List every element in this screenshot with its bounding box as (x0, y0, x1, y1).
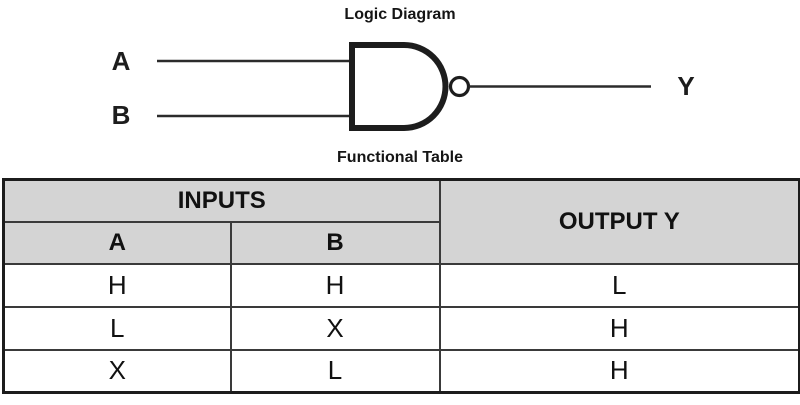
column-header-a: A (2, 220, 232, 265)
input-label-b: B (111, 100, 131, 130)
table-row: L X H (2, 305, 800, 351)
input-label-a: A (111, 46, 131, 76)
inversion-bubble-icon (448, 75, 471, 98)
inputs-header-cell: INPUTS (2, 178, 441, 223)
table-row: H H L (2, 262, 800, 308)
cell-output: H (438, 348, 800, 394)
cell-b: H (229, 262, 441, 308)
nand-gate-body (349, 42, 449, 131)
cell-a: X (2, 348, 232, 394)
column-header-b: B (229, 220, 441, 265)
table-row: X L H (2, 348, 800, 394)
output-header-cell: OUTPUT Y (438, 178, 800, 265)
table-header-row-1: INPUTS OUTPUT Y (2, 178, 800, 265)
nand-gate-diagram (157, 42, 651, 131)
functional-table-title: Functional Table (337, 149, 463, 166)
logic-diagram-title: Logic Diagram (344, 6, 456, 23)
functional-table: INPUTS OUTPUT Y A B H H L L X H X L H (2, 178, 800, 394)
output-label-y: Y (677, 71, 695, 101)
cell-a: L (2, 305, 232, 351)
table-header-row-2: A B (2, 220, 800, 265)
cell-b: L (229, 348, 441, 394)
cell-output: L (438, 262, 800, 308)
cell-output: H (438, 305, 800, 351)
cell-a: H (2, 262, 232, 308)
cell-b: X (229, 305, 441, 351)
